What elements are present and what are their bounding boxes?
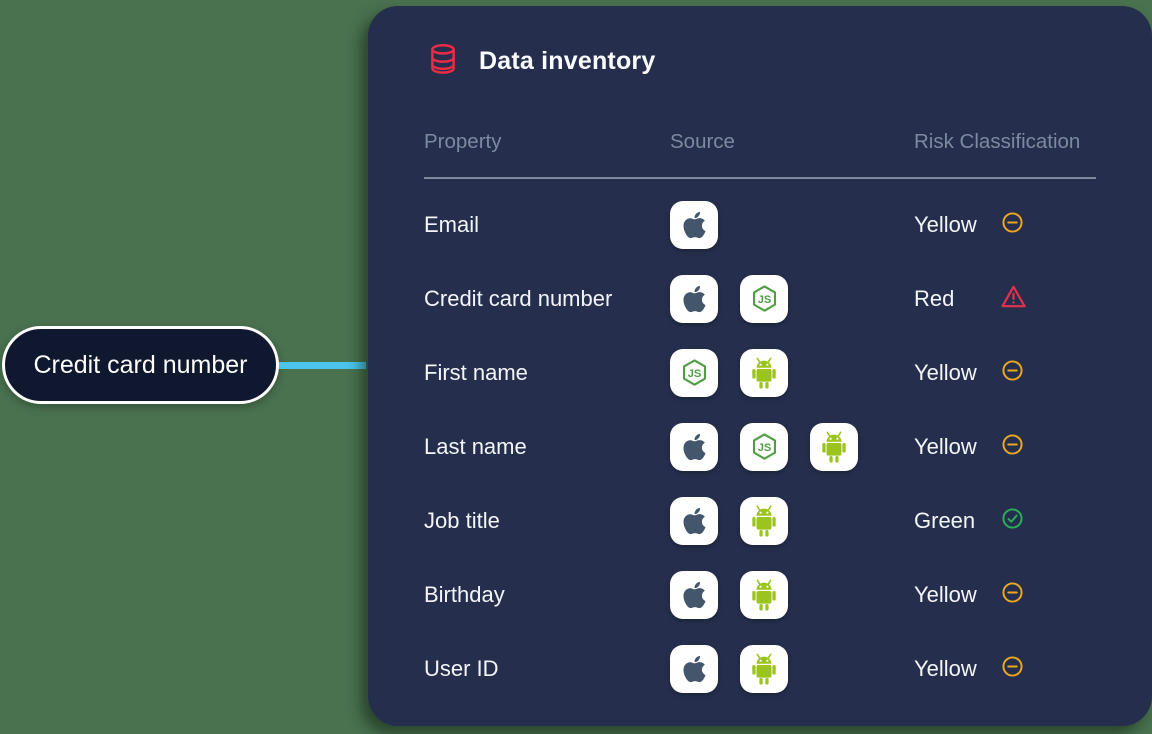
nodejs-icon: JS xyxy=(740,423,788,471)
property-label: User ID xyxy=(424,656,499,681)
risk-status-icon xyxy=(1000,432,1025,462)
panel-title: Data inventory xyxy=(479,47,656,75)
risk-status-icon xyxy=(1000,358,1025,388)
apple-icon xyxy=(670,571,718,619)
table-row: Birthday Yellow xyxy=(368,558,1152,632)
table-row: First name JS Yellow xyxy=(368,336,1152,410)
risk-status-icon xyxy=(1000,284,1027,314)
database-icon xyxy=(426,42,460,81)
property-label: Credit card number xyxy=(424,286,613,311)
callout-credit-card-number[interactable]: Credit card number xyxy=(2,326,279,404)
column-header-risk-classification: Risk Classification xyxy=(914,130,1081,153)
source-icons-cell xyxy=(670,645,788,693)
source-icons-cell xyxy=(670,201,718,249)
callout-label: Credit card number xyxy=(33,350,248,379)
risk-status-icon xyxy=(1000,506,1025,536)
risk-label: Yellow xyxy=(914,360,977,385)
table-row: User ID Yellow xyxy=(368,632,1152,706)
risk-classification-cell: Yellow xyxy=(914,432,1132,462)
property-label: Last name xyxy=(424,434,527,459)
risk-label: Yellow xyxy=(914,212,977,237)
risk-classification-cell: Yellow xyxy=(914,210,1132,240)
table-row: Job title Green xyxy=(368,484,1152,558)
risk-label: Yellow xyxy=(914,582,977,607)
apple-icon xyxy=(670,275,718,323)
table-body: Email Yellow Credit card number JS Red xyxy=(368,188,1152,706)
callout-connector-line xyxy=(279,362,366,369)
warning-triangle-icon xyxy=(1000,284,1027,314)
column-header-property: Property xyxy=(424,130,502,153)
nodejs-icon: JS xyxy=(740,275,788,323)
check-circle-icon xyxy=(1000,506,1025,536)
source-icons-cell: JS xyxy=(670,349,788,397)
column-header-source: Source xyxy=(670,130,735,153)
apple-icon xyxy=(670,423,718,471)
minus-circle-icon xyxy=(1000,210,1025,240)
android-icon xyxy=(740,645,788,693)
minus-circle-icon xyxy=(1000,432,1025,462)
property-label: Job title xyxy=(424,508,500,533)
source-icons-cell: JS xyxy=(670,275,788,323)
risk-classification-cell: Yellow xyxy=(914,654,1132,684)
property-label: Birthday xyxy=(424,582,505,607)
svg-text:JS: JS xyxy=(757,441,771,453)
panel-header: Data inventory xyxy=(426,42,655,81)
minus-circle-icon xyxy=(1000,358,1025,388)
svg-text:JS: JS xyxy=(757,293,771,305)
nodejs-icon: JS xyxy=(670,349,718,397)
property-label: Email xyxy=(424,212,480,237)
android-icon xyxy=(810,423,858,471)
android-icon xyxy=(740,497,788,545)
source-icons-cell: JS xyxy=(670,423,858,471)
risk-classification-cell: Green xyxy=(914,506,1132,536)
risk-label: Yellow xyxy=(914,656,977,681)
apple-icon xyxy=(670,645,718,693)
property-label: First name xyxy=(424,360,528,385)
android-icon xyxy=(740,571,788,619)
header-divider xyxy=(424,177,1096,179)
table-row: Credit card number JS Red xyxy=(368,262,1152,336)
source-icons-cell xyxy=(670,497,788,545)
risk-status-icon xyxy=(1000,210,1025,240)
android-icon xyxy=(740,349,788,397)
data-inventory-panel: Data inventory Property Source Risk Clas… xyxy=(368,6,1152,726)
risk-classification-cell: Red xyxy=(914,284,1132,314)
risk-label: Yellow xyxy=(914,434,977,459)
minus-circle-icon xyxy=(1000,654,1025,684)
risk-classification-cell: Yellow xyxy=(914,580,1132,610)
table-column-headers: Property Source Risk Classification xyxy=(368,130,1152,158)
svg-text:JS: JS xyxy=(687,367,701,379)
apple-icon xyxy=(670,201,718,249)
risk-classification-cell: Yellow xyxy=(914,358,1132,388)
risk-status-icon xyxy=(1000,580,1025,610)
table-row: Last name JS Yellow xyxy=(368,410,1152,484)
source-icons-cell xyxy=(670,571,788,619)
risk-status-icon xyxy=(1000,654,1025,684)
risk-label: Red xyxy=(914,286,955,311)
apple-icon xyxy=(670,497,718,545)
table-row: Email Yellow xyxy=(368,188,1152,262)
risk-label: Green xyxy=(914,508,976,533)
minus-circle-icon xyxy=(1000,580,1025,610)
